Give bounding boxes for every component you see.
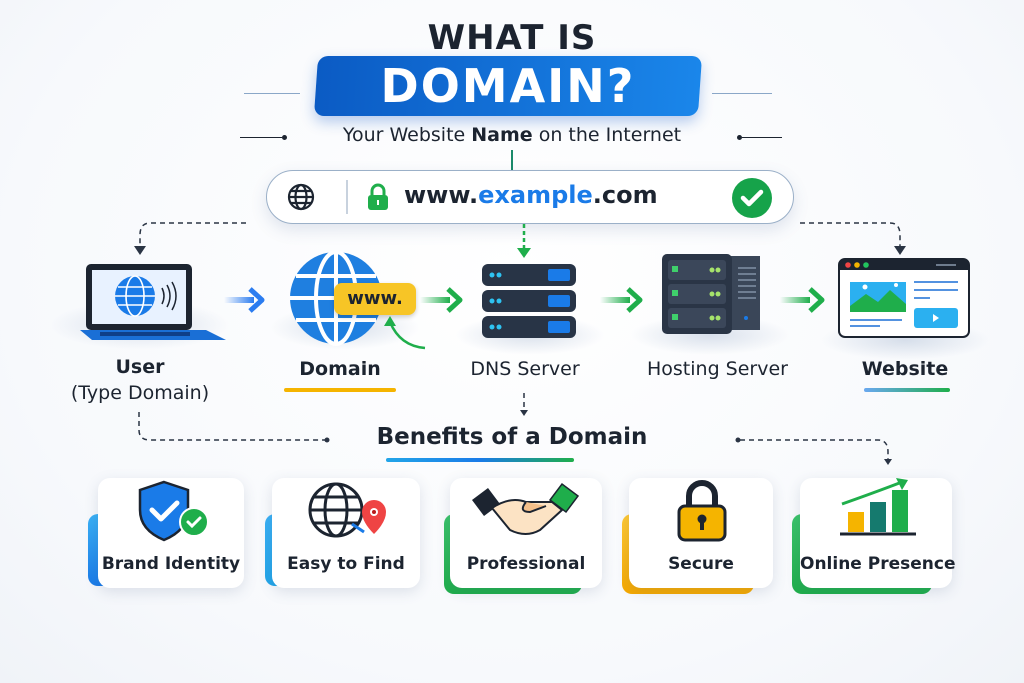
handshake-icon bbox=[472, 482, 580, 535]
step-underline bbox=[284, 388, 396, 392]
url-text[interactable]: www.example.com bbox=[404, 181, 658, 209]
step-sublabel-user: (Type Domain) bbox=[70, 382, 210, 404]
benefit-label: Online Presence bbox=[800, 554, 956, 574]
globe-icon bbox=[287, 183, 315, 211]
benefit-card-brand-identity[interactable]: Brand Identity bbox=[98, 478, 244, 588]
www-badge: www. bbox=[334, 283, 416, 315]
benefits-title: Benefits of a Domain bbox=[376, 424, 648, 450]
title-domain: DOMAIN? bbox=[380, 59, 636, 113]
globe-pin-icon bbox=[308, 482, 386, 538]
benefit-card-professional[interactable]: Professional bbox=[450, 478, 602, 588]
step-label-user: User bbox=[115, 356, 165, 378]
padlock-icon bbox=[677, 480, 727, 542]
step-label-dns: DNS Server bbox=[470, 358, 580, 380]
benefits-underline bbox=[386, 458, 574, 462]
curved-arrow-icon bbox=[384, 316, 426, 350]
check-circle-icon bbox=[732, 178, 772, 218]
browser-window-icon bbox=[838, 258, 970, 338]
benefit-label: Brand Identity bbox=[101, 554, 241, 574]
server-tower-icon bbox=[662, 254, 760, 334]
divider-line bbox=[712, 93, 772, 94]
step-label-domain: Domain bbox=[299, 358, 381, 380]
benefit-card-easy-to-find[interactable]: Easy to Find bbox=[272, 478, 420, 588]
lock-icon bbox=[368, 183, 388, 210]
laptop-icon bbox=[80, 264, 226, 340]
subtitle: Your Website Name on the Internet bbox=[342, 124, 682, 146]
title-what-is: WHAT IS bbox=[427, 18, 597, 58]
divider-dot bbox=[737, 135, 742, 140]
benefit-card-online-presence[interactable]: Online Presence bbox=[800, 478, 956, 588]
divider-line bbox=[244, 93, 300, 94]
shield-check-icon bbox=[138, 480, 209, 542]
step-underline bbox=[864, 388, 950, 392]
divider-line bbox=[240, 137, 282, 138]
divider-line bbox=[742, 137, 782, 138]
separator bbox=[346, 180, 348, 214]
server-stack-icon bbox=[482, 264, 576, 338]
step-label-website: Website bbox=[861, 358, 949, 380]
benefit-label: Easy to Find bbox=[287, 554, 405, 574]
url-bar[interactable] bbox=[266, 170, 794, 224]
divider-dot bbox=[282, 135, 287, 140]
step-label-hosting: Hosting Server bbox=[647, 358, 788, 380]
benefit-label: Secure bbox=[668, 554, 734, 574]
connector-line bbox=[511, 150, 513, 170]
growth-chart-icon bbox=[840, 478, 916, 536]
benefit-label: Professional bbox=[466, 554, 586, 574]
benefit-card-secure[interactable]: Secure bbox=[629, 478, 773, 588]
